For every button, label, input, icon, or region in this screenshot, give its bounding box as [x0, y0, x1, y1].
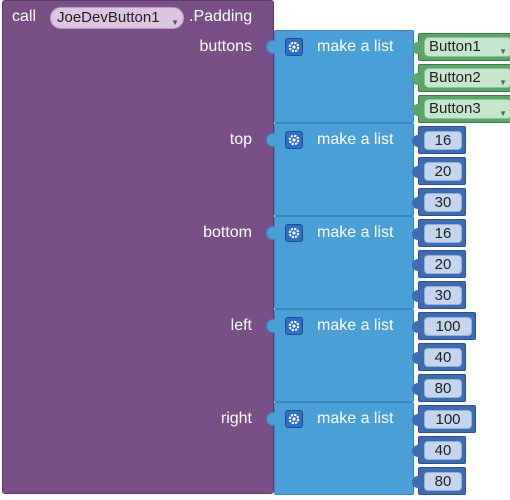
output-connector	[412, 352, 419, 364]
number-value: 100	[435, 411, 461, 428]
make-a-list-label: make a list	[317, 224, 394, 241]
output-connector	[412, 445, 419, 457]
gear-icon[interactable]	[285, 224, 303, 242]
number-value: 30	[434, 194, 452, 211]
component-dropdown[interactable]: Button3 ▼	[424, 99, 510, 119]
gear-icon[interactable]	[285, 131, 303, 149]
component-block[interactable]: Button2 ▼	[412, 64, 510, 92]
number-field[interactable]: 16	[424, 224, 462, 243]
make-a-list-label: make a list	[317, 131, 394, 148]
input-connector	[266, 133, 275, 147]
triangle-down-icon: ▼	[499, 109, 507, 118]
number-value: 20	[434, 163, 452, 180]
number-block[interactable]: 100	[412, 312, 476, 340]
component-name: Button1	[429, 38, 481, 55]
number-field[interactable]: 16	[424, 131, 462, 150]
output-connector	[412, 290, 419, 302]
number-value: 30	[434, 287, 452, 304]
output-connector	[412, 104, 419, 116]
output-connector	[412, 259, 419, 271]
output-connector	[412, 383, 419, 395]
number-field[interactable]: 40	[424, 348, 462, 367]
make-a-list-block[interactable]: make a list	[266, 123, 414, 216]
make-a-list-block[interactable]: make a list	[266, 402, 414, 495]
triangle-down-icon: ▼	[499, 78, 507, 87]
output-connector	[412, 135, 419, 147]
number-block[interactable]: 40	[412, 436, 466, 464]
component-name: JoeDevButton1	[57, 9, 160, 26]
output-connector	[412, 73, 419, 85]
number-block[interactable]: 80	[412, 467, 466, 495]
gear-icon[interactable]	[285, 38, 303, 56]
make-a-list-block[interactable]: make a list	[266, 309, 414, 402]
make-a-list-label: make a list	[317, 38, 394, 55]
output-connector	[412, 414, 419, 426]
number-field[interactable]: 30	[424, 286, 462, 305]
number-field[interactable]: 100	[424, 317, 472, 336]
make-a-list-block[interactable]: make a list	[266, 30, 414, 123]
component-block[interactable]: Button3 ▼	[412, 95, 510, 123]
input-connector	[266, 40, 275, 54]
number-block[interactable]: 30	[412, 281, 466, 309]
number-value: 80	[434, 380, 452, 397]
number-value: 100	[435, 318, 461, 335]
number-value: 40	[434, 442, 452, 459]
number-field[interactable]: 80	[424, 379, 462, 398]
number-block[interactable]: 80	[412, 374, 466, 402]
number-block[interactable]: 16	[412, 126, 466, 154]
param-label-right: right	[220, 410, 252, 427]
input-connector	[266, 226, 275, 240]
component-dropdown[interactable]: Button2 ▼	[424, 68, 510, 88]
number-value: 16	[434, 132, 452, 149]
output-connector	[412, 476, 419, 488]
number-block[interactable]: 20	[412, 250, 466, 278]
param-label-buttons: buttons	[199, 38, 252, 55]
output-connector	[412, 197, 419, 209]
number-value: 16	[434, 225, 452, 242]
number-field[interactable]: 40	[424, 441, 462, 460]
output-connector	[412, 321, 419, 333]
number-field[interactable]: 100	[424, 410, 472, 429]
param-label-top: top	[229, 131, 252, 148]
number-field[interactable]: 20	[424, 255, 462, 274]
param-label-left: left	[230, 317, 252, 334]
input-connector	[266, 319, 275, 333]
output-connector	[412, 42, 419, 54]
component-dropdown[interactable]: JoeDevButton1 ▼	[50, 7, 184, 29]
number-block[interactable]: 100	[412, 405, 476, 433]
output-connector	[412, 228, 419, 240]
make-a-list-label: make a list	[317, 410, 394, 427]
make-a-list-label: make a list	[317, 317, 394, 334]
number-field[interactable]: 80	[424, 472, 462, 491]
call-keyword: call	[12, 8, 37, 25]
number-block[interactable]: 30	[412, 188, 466, 216]
component-block[interactable]: Button1 ▼	[412, 33, 510, 61]
number-value: 40	[434, 349, 452, 366]
make-a-list-block[interactable]: make a list	[266, 216, 414, 309]
number-block[interactable]: 20	[412, 157, 466, 185]
method-name: .Padding	[189, 8, 253, 25]
component-name: Button2	[429, 69, 481, 86]
number-block[interactable]: 40	[412, 343, 466, 371]
number-value: 80	[434, 473, 452, 490]
input-connector	[266, 412, 275, 426]
gear-icon[interactable]	[285, 410, 303, 428]
triangle-down-icon: ▼	[171, 18, 179, 27]
component-name: Button3	[429, 100, 481, 117]
number-block[interactable]: 16	[412, 219, 466, 247]
component-dropdown[interactable]: Button1 ▼	[424, 37, 510, 57]
number-value: 20	[434, 256, 452, 273]
triangle-down-icon: ▼	[499, 47, 507, 56]
number-field[interactable]: 20	[424, 162, 462, 181]
number-field[interactable]: 30	[424, 193, 462, 212]
param-label-bottom: bottom	[203, 224, 252, 241]
call-padding-block[interactable]: call JoeDevButton1 ▼ .Padding	[2, 0, 274, 494]
output-connector	[412, 166, 419, 178]
gear-icon[interactable]	[285, 317, 303, 335]
